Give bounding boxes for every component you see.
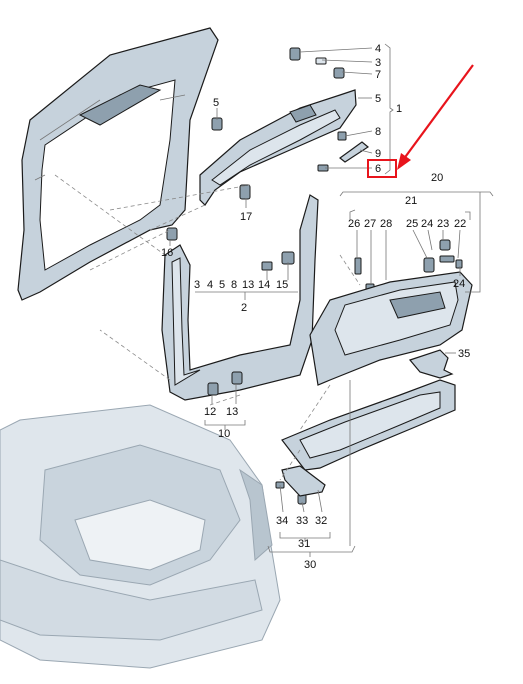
side-trim-panel	[161, 194, 319, 401]
group-2-item-14: 14	[258, 279, 270, 291]
callout-7: 7	[375, 69, 381, 81]
callout-10: 10	[218, 428, 230, 440]
group-2-item-15: 15	[276, 279, 288, 291]
callout-24-right: 24	[453, 278, 465, 290]
callout-3: 3	[375, 57, 381, 69]
callout-1: 1	[396, 103, 402, 115]
highlight-annotation	[367, 64, 474, 178]
callout-8: 8	[375, 126, 381, 138]
callout-16: 16	[161, 247, 173, 259]
callout-31: 31	[298, 538, 310, 550]
callout-24-top: 24	[421, 218, 433, 230]
callout-17: 17	[240, 211, 252, 223]
group-2-item-5: 5	[219, 279, 225, 291]
callout-32: 32	[315, 515, 327, 527]
callout-20: 20	[431, 172, 443, 184]
callout-2: 2	[241, 302, 247, 314]
bracket-35	[408, 349, 454, 379]
callout-13: 13	[226, 406, 238, 418]
callout-5-top: 5	[375, 93, 381, 105]
callout-5-left: 5	[213, 97, 219, 109]
group-2-item-3: 3	[194, 279, 200, 291]
callout-27: 27	[364, 218, 376, 230]
group-2-item-13: 13	[242, 279, 254, 291]
callout-25: 25	[406, 218, 418, 230]
small-fasteners	[166, 47, 463, 505]
callout-6: 6	[375, 163, 381, 175]
upper-trim-panel	[199, 89, 357, 206]
callout-28: 28	[380, 218, 392, 230]
assembly-lines	[54, 174, 361, 481]
highlight-box	[367, 159, 397, 178]
parcel-shelf	[281, 379, 456, 471]
group-2-item-4: 4	[207, 279, 213, 291]
callout-23: 23	[437, 218, 449, 230]
highlight-arrow-shaft	[402, 64, 474, 161]
highlight-arrowhead	[397, 153, 411, 170]
support-bracket	[281, 465, 326, 497]
callout-33: 33	[296, 515, 308, 527]
vehicle-rear-body	[0, 404, 281, 669]
callout-4: 4	[375, 43, 381, 55]
cover-panel	[309, 271, 473, 386]
tailgate-frame	[17, 27, 219, 301]
callout-30: 30	[304, 559, 316, 571]
callout-numbers: 4 3 7 5 1 5 8 9 6 17 16 20 21 26 27 28 2…	[161, 43, 470, 571]
callout-22: 22	[454, 218, 466, 230]
callout-21: 21	[405, 195, 417, 207]
group-2-item-8: 8	[231, 279, 237, 291]
callout-35: 35	[458, 348, 470, 360]
callout-12: 12	[204, 406, 216, 418]
callout-34: 34	[276, 515, 288, 527]
callout-leaders	[169, 43, 494, 557]
callout-9: 9	[375, 148, 381, 160]
callout-26: 26	[348, 218, 360, 230]
